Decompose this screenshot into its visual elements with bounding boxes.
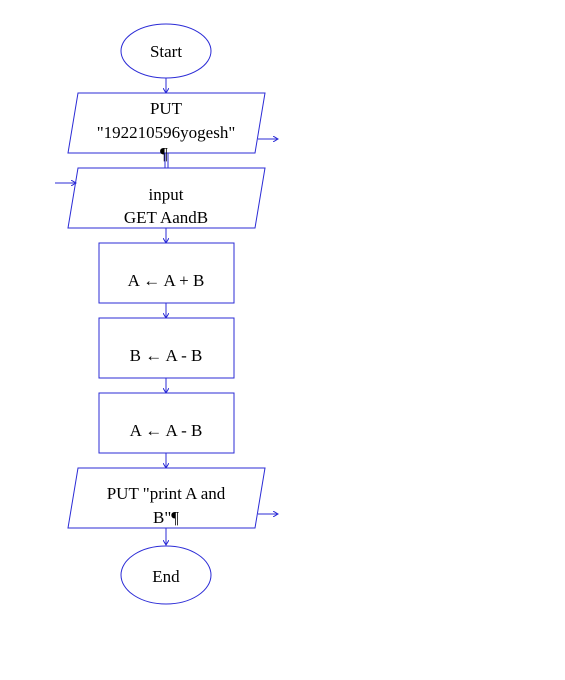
- process-step2-label: B ← A - B: [130, 346, 203, 365]
- output-id-parallelogram[interactable]: PUT "192210596yogesh": [67, 92, 278, 154]
- process-step2-rect: [98, 317, 235, 379]
- process-step1-label: A ← A + B: [128, 271, 205, 290]
- process-step3-label: A ← A - B: [130, 421, 203, 440]
- output-id-line2: "192210596yogesh": [97, 123, 236, 142]
- start-ellipse: [120, 23, 212, 79]
- output-id-line1: PUT: [150, 99, 183, 118]
- input-line2: GET AandB: [124, 208, 208, 227]
- start-label: Start: [150, 42, 182, 61]
- input-shape: [67, 167, 266, 229]
- output-ab-line2: B"¶: [153, 508, 179, 527]
- output-id-shape: [67, 92, 266, 154]
- output-ab-shape: [67, 467, 266, 529]
- process-step3-rect: [98, 392, 235, 454]
- end-terminator[interactable]: End: [120, 545, 212, 605]
- process-step2[interactable]: B ← A - B: [98, 317, 235, 379]
- end-label: End: [152, 567, 180, 586]
- output-ab-line1: PUT "print A and: [107, 484, 226, 503]
- input-line1: input: [149, 185, 184, 204]
- connectors: [165, 78, 168, 545]
- process-step3[interactable]: A ← A - B: [98, 392, 235, 454]
- pilcrow-mark: ¶: [160, 144, 168, 163]
- process-step1-rect: [98, 242, 235, 304]
- input-parallelogram[interactable]: input GET AandB: [55, 167, 266, 229]
- process-step1[interactable]: A ← A + B: [98, 242, 235, 304]
- output-ab-parallelogram[interactable]: PUT "print A and B"¶: [67, 467, 278, 529]
- end-ellipse: [120, 545, 212, 605]
- start-terminator[interactable]: Start: [120, 23, 212, 79]
